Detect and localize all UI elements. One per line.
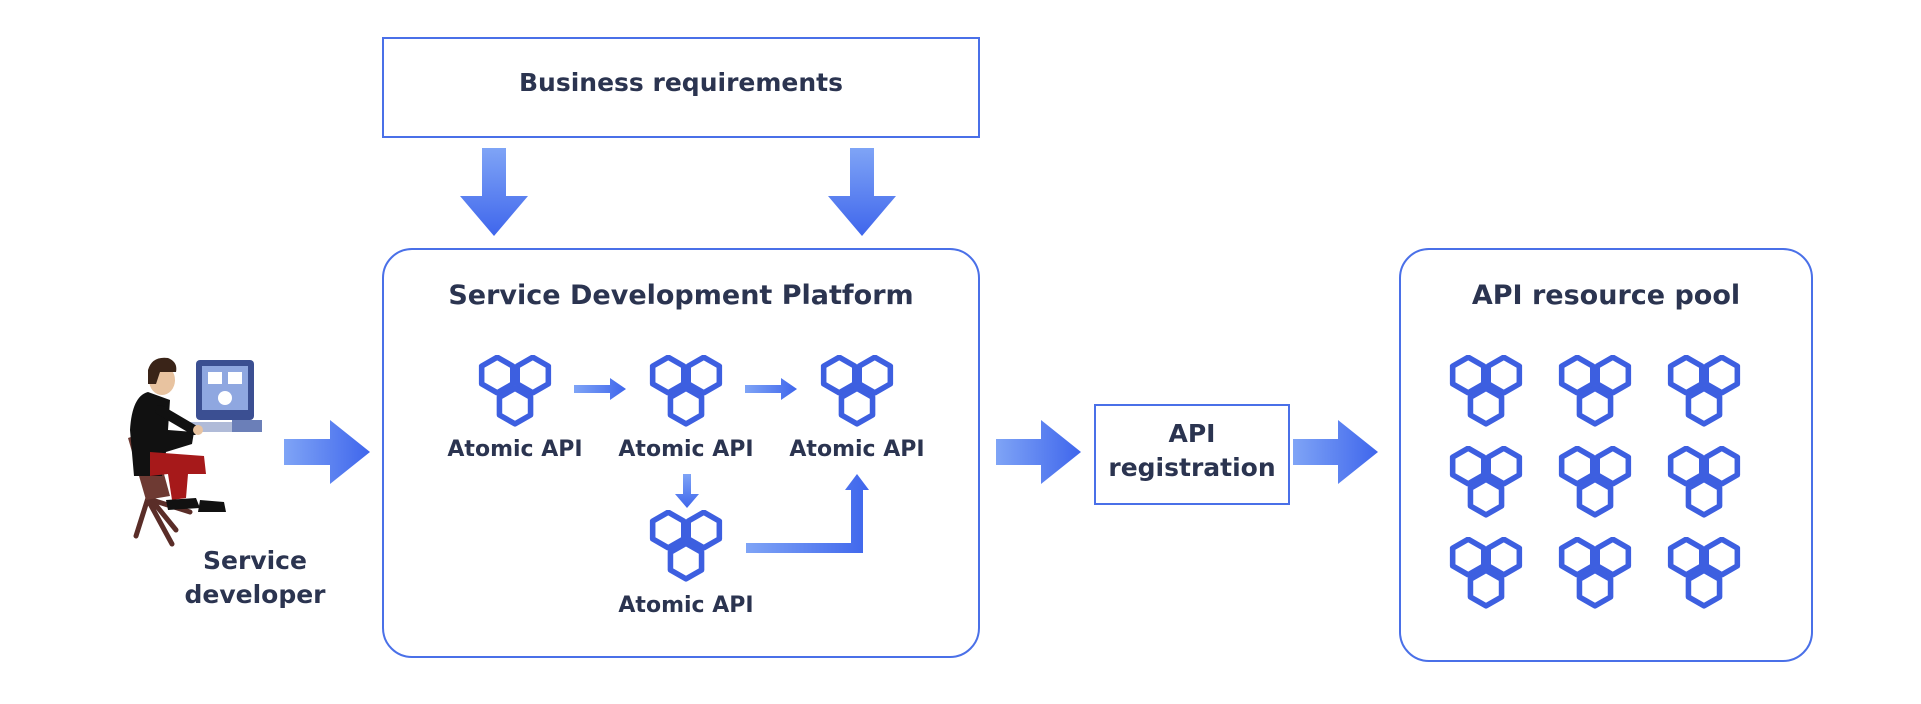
service-development-platform-box xyxy=(382,248,980,658)
platform-title: Service Development Platform xyxy=(448,280,914,311)
registration-label-line2: registration xyxy=(1108,453,1276,482)
developer-at-computer-icon xyxy=(128,357,262,547)
registration-label-line1: API xyxy=(1168,419,1216,448)
resource-pool-title: API resource pool xyxy=(1471,280,1741,311)
arrow-down-right xyxy=(828,148,896,236)
atomic-api-3-label: Atomic API xyxy=(789,437,925,462)
arrow-registration-to-pool xyxy=(1293,420,1378,484)
arrow-down-left xyxy=(460,148,528,236)
developer-label-line2: developer xyxy=(184,580,326,609)
api-registration-box xyxy=(1094,404,1290,505)
developer-label-line1: Service xyxy=(203,546,307,575)
arrow-platform-to-registration xyxy=(996,420,1081,484)
business-requirements-label: Business requirements xyxy=(519,68,843,97)
atomic-api-2-label: Atomic API xyxy=(618,437,754,462)
business-requirements-box xyxy=(382,37,980,138)
arrow-developer-to-platform xyxy=(284,420,370,484)
atomic-api-1-label: Atomic API xyxy=(447,437,583,462)
atomic-api-4-label: Atomic API xyxy=(618,593,754,618)
